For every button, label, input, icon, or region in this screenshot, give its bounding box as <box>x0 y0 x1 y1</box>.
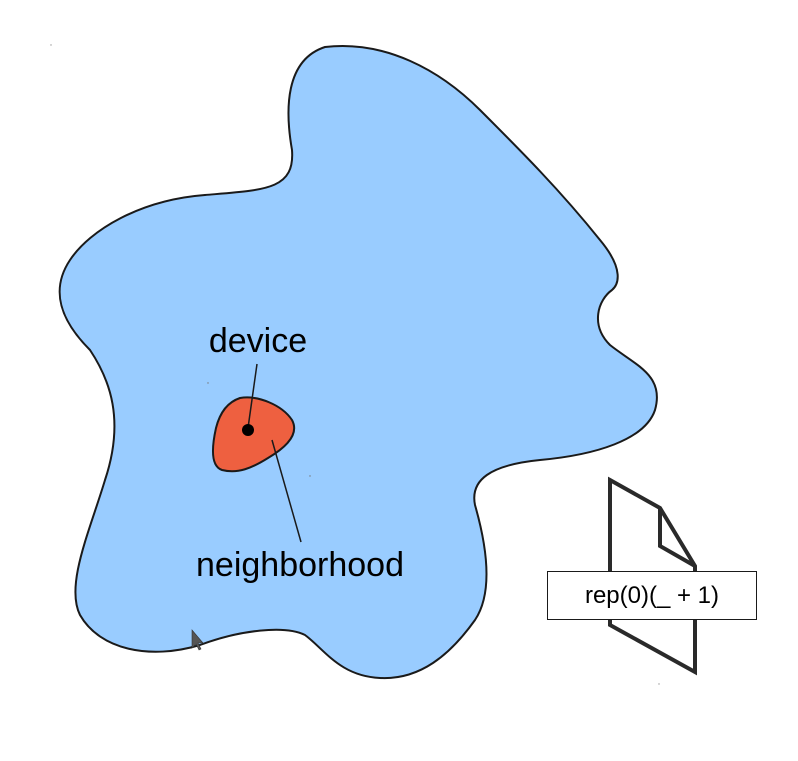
speck <box>207 382 209 384</box>
speck <box>309 475 311 477</box>
speck <box>658 683 660 685</box>
mouse-pointer-icon <box>191 629 204 651</box>
neighborhood-region <box>211 396 296 473</box>
neighborhood-leader-line <box>271 439 302 543</box>
device-leader-line <box>247 363 258 429</box>
network-region <box>58 45 658 680</box>
program-expression: rep(0)(_ + 1) <box>584 581 720 609</box>
device-label: device <box>209 322 307 360</box>
neighborhood-label: neighborhood <box>196 546 404 584</box>
program-expression-box: rep(0)(_ + 1) <box>547 571 757 620</box>
speck <box>50 44 52 46</box>
device-dot <box>242 424 254 436</box>
